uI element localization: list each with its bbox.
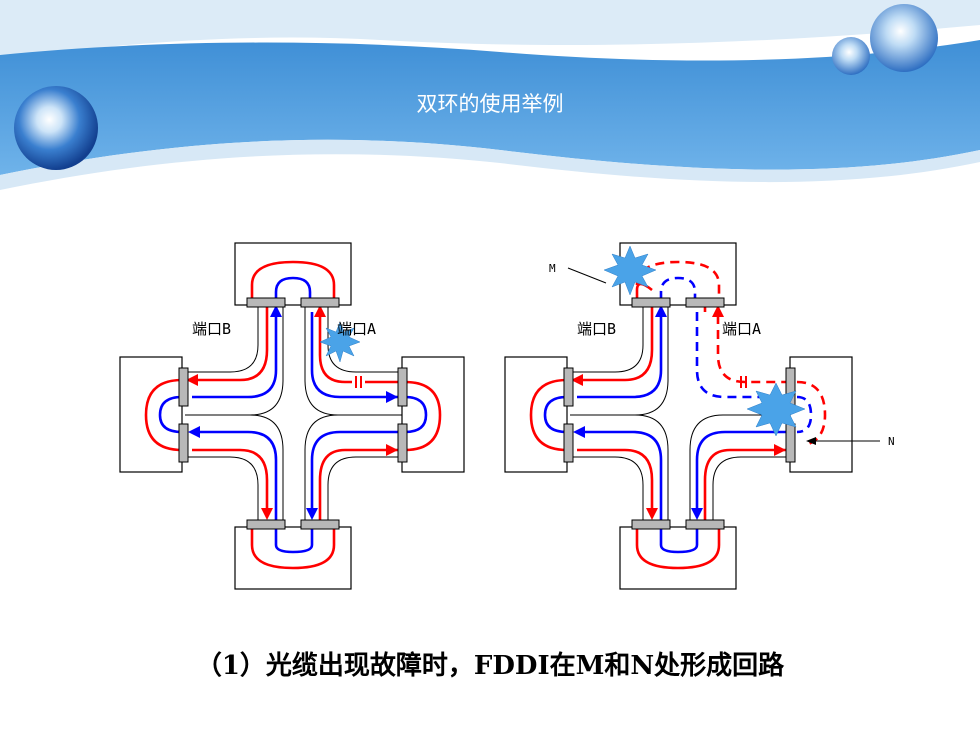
station-left <box>119 356 183 473</box>
right-port-a-label: 端口A <box>722 320 761 338</box>
station-bottom <box>234 526 352 590</box>
marker-n-label: N <box>888 435 895 448</box>
marker-m-label: M <box>549 262 556 275</box>
right-port-b-label: 端口B <box>577 320 616 338</box>
slide-caption: （1）光缆出现故障时，FDDI在M和N处形成回路 <box>195 651 785 681</box>
decorative-sphere-small <box>832 4 938 75</box>
station-bottom <box>619 526 737 590</box>
right-ring-diagram: M N 端口B 端口A <box>504 242 895 590</box>
station-right <box>401 356 465 473</box>
slide-title: 双环的使用举例 <box>416 92 564 116</box>
fault-burst-m-icon <box>603 245 657 296</box>
header-decoration <box>0 0 980 190</box>
station-right <box>789 356 853 473</box>
fault-burst-icon <box>319 321 361 363</box>
left-ring-diagram: 端口B 端口A <box>119 242 465 590</box>
station-left <box>504 356 568 473</box>
fault-burst-n-icon <box>746 382 806 437</box>
left-port-a-label: 端口A <box>337 320 376 338</box>
left-port-b-label: 端口B <box>192 320 231 338</box>
decorative-sphere-large <box>14 86 98 170</box>
